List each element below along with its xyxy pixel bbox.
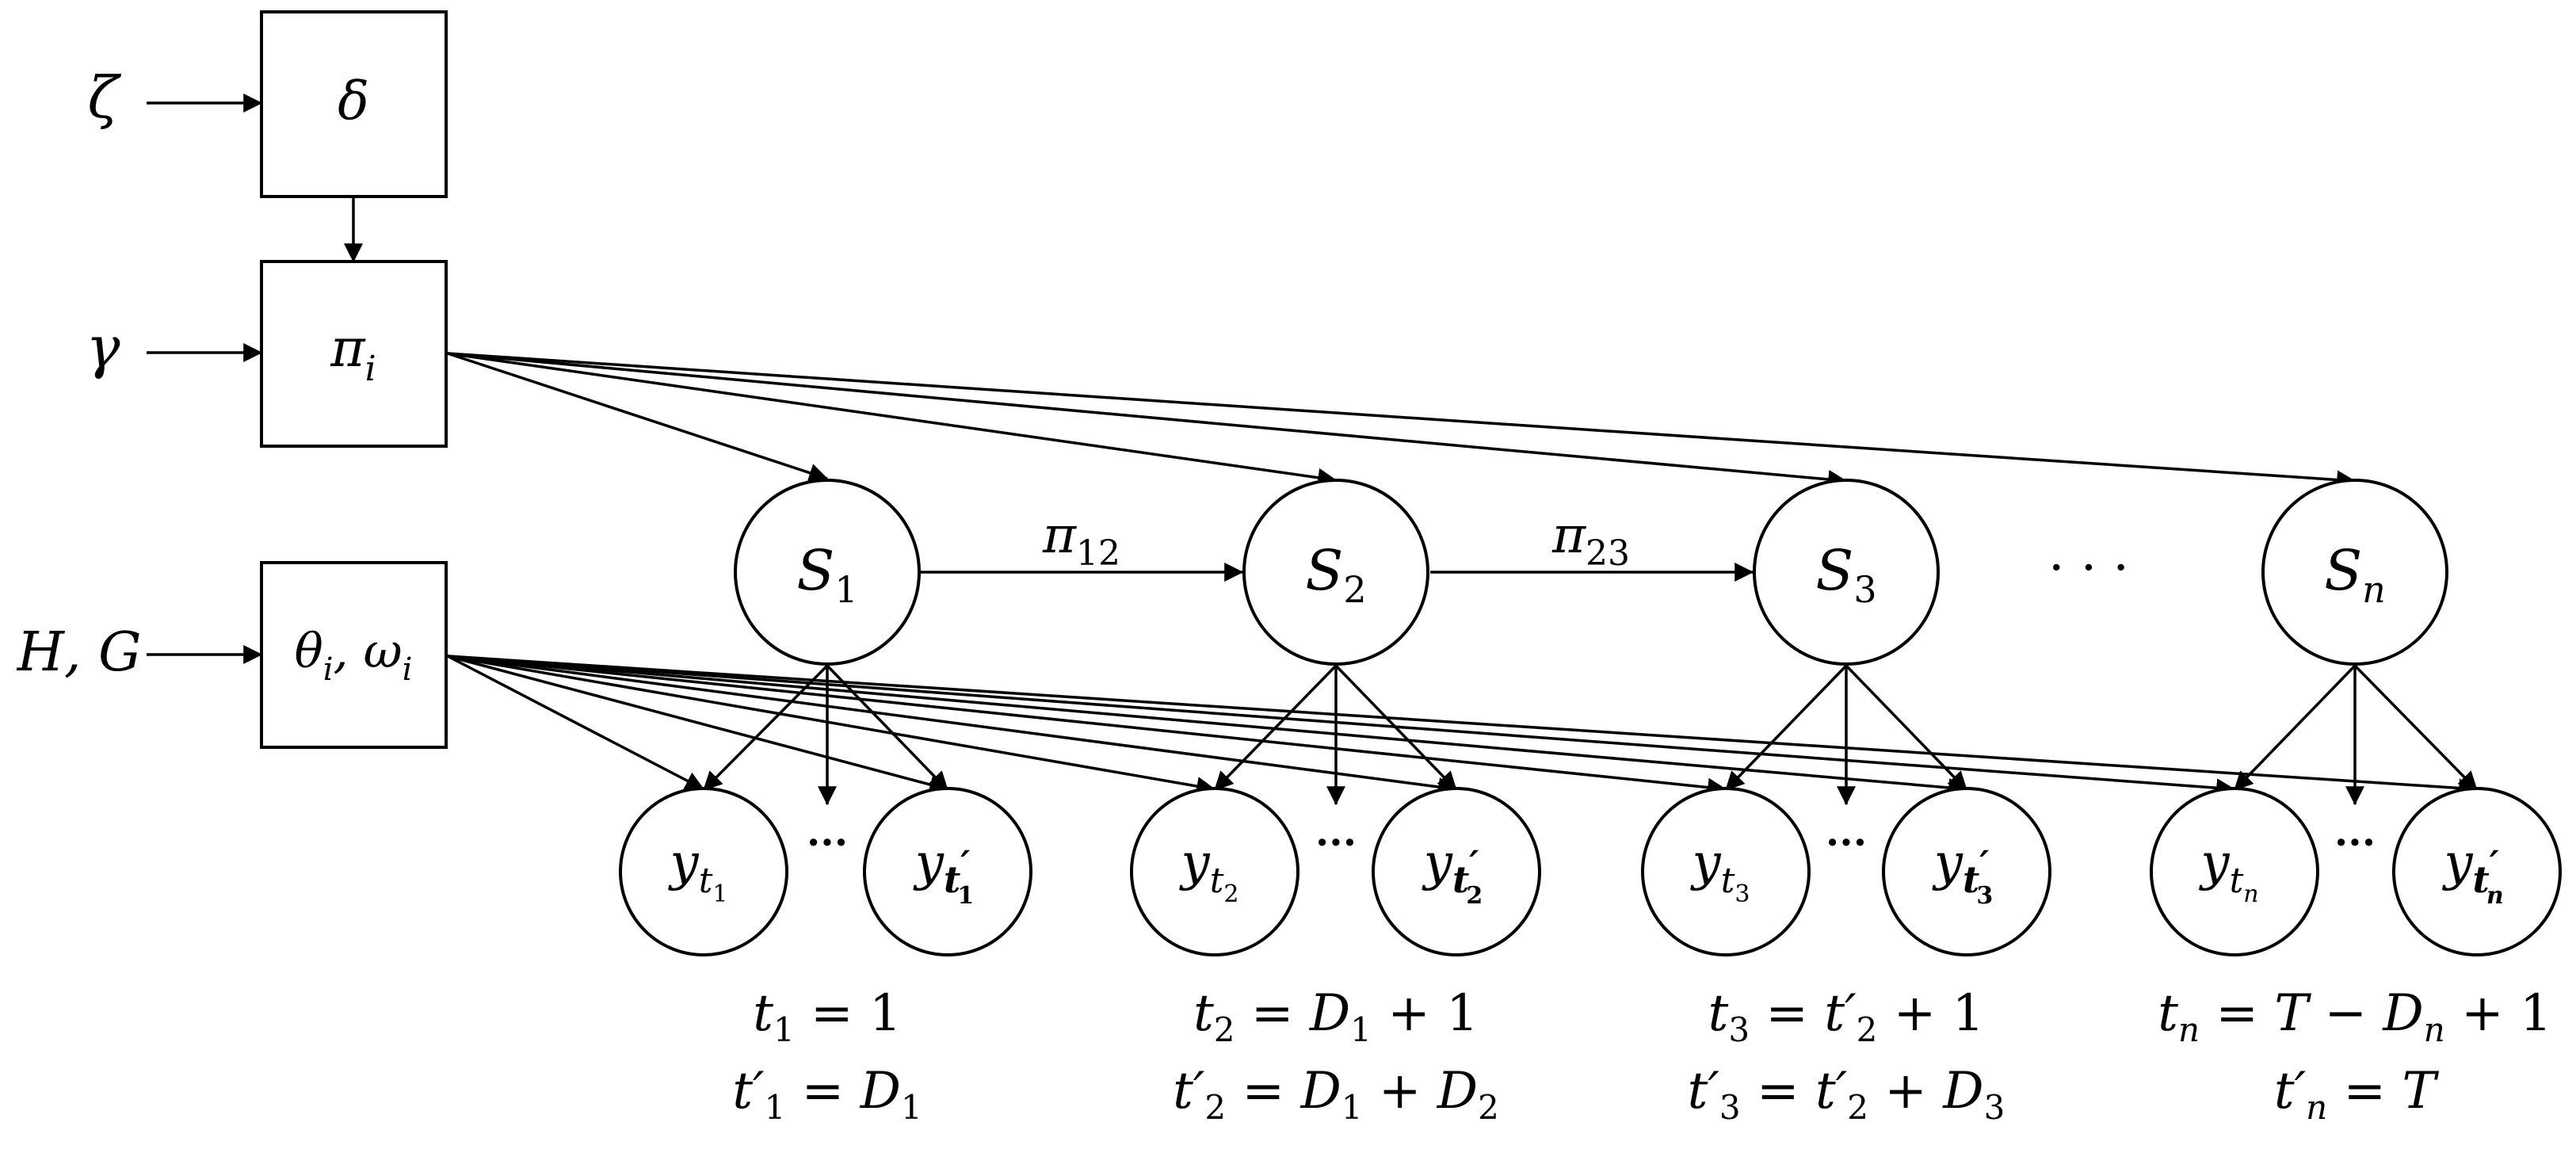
obs-yt3-label: yt3 bbox=[1690, 834, 1750, 908]
box-delta: δ bbox=[260, 10, 448, 198]
formula-2-line1: t2 = D1 + 1 bbox=[1193, 984, 1479, 1049]
edge-pi-sn bbox=[447, 352, 2357, 490]
formula-1-line2: t′1 = D1 bbox=[732, 1062, 922, 1127]
state-s2-label: S2 bbox=[1305, 538, 1366, 611]
obs-node-yt2p: yt′2 bbox=[1372, 787, 1541, 956]
box-delta-label: δ bbox=[338, 71, 369, 132]
obs-node-yt1p: yt′1 bbox=[863, 787, 1032, 956]
box-theta-omega: θi, ωi bbox=[260, 561, 448, 749]
formula-group-1: t1 = 1 t′1 = D1 bbox=[732, 984, 922, 1127]
edge-pi-s3 bbox=[447, 352, 1848, 489]
input-hg: H, G bbox=[16, 621, 142, 684]
obs-ellipsis-2: ··· bbox=[1315, 819, 1357, 865]
state-node-sn: Sn bbox=[2261, 479, 2448, 666]
obs-ytn-label: ytn bbox=[2198, 834, 2258, 908]
box-pi: πi bbox=[260, 260, 448, 448]
formula-group-3: t3 = t′2 + 1 t′3 = t′2 + D3 bbox=[1688, 984, 2005, 1127]
edge-theta-yt2p bbox=[447, 655, 1458, 796]
obs-ellipsis-1: ··· bbox=[807, 819, 848, 865]
obs-ellipsis-n: ··· bbox=[2334, 819, 2376, 865]
obs-node-yt3p: yt′3 bbox=[1882, 787, 2051, 956]
box-theta-omega-label: θi, ωi bbox=[295, 624, 413, 688]
obs-node-ytnp: yt′n bbox=[2392, 787, 2562, 956]
edge-theta-ytnp bbox=[447, 655, 2479, 798]
formula-2-line2: t′2 = D1 + D2 bbox=[1173, 1062, 1499, 1127]
edge-theta-yt2 bbox=[447, 655, 1216, 796]
obs-yt1-label: yt1 bbox=[668, 834, 728, 908]
edge-s3-yt3p bbox=[1845, 664, 1968, 792]
state-s1-label: S1 bbox=[796, 538, 857, 611]
transition-pi12: π12 bbox=[1042, 506, 1120, 574]
obs-yt2p-label: yt′2 bbox=[1422, 834, 1483, 910]
edge-theta-yt1 bbox=[447, 655, 705, 791]
input-gamma: γ bbox=[86, 314, 120, 380]
state-sn-label: Sn bbox=[2324, 538, 2386, 611]
obs-node-ytn: ytn bbox=[2150, 787, 2319, 956]
formula-n-line2: t′n = T bbox=[2274, 1062, 2440, 1127]
obs-node-yt3: yt3 bbox=[1641, 787, 1811, 956]
formula-3-line1: t3 = t′2 + 1 bbox=[1708, 984, 1985, 1049]
box-pi-label: πi bbox=[330, 318, 376, 389]
edge-sn-ytnp bbox=[2353, 664, 2479, 792]
obs-yt1p-label: yt′1 bbox=[913, 834, 974, 910]
formula-group-n: tn = T − Dn + 1 t′n = T bbox=[2158, 984, 2552, 1127]
obs-node-yt1: yt1 bbox=[619, 787, 788, 956]
obs-node-yt2: yt2 bbox=[1130, 787, 1299, 956]
edge-s3-yt3 bbox=[1724, 664, 1848, 792]
formula-1-line1: t1 = 1 bbox=[753, 984, 901, 1049]
obs-yt3p-label: yt′3 bbox=[1932, 834, 1993, 910]
obs-ytnp-label: yt′n bbox=[2441, 834, 2503, 910]
formula-3-line2: t′3 = t′2 + D3 bbox=[1688, 1062, 2005, 1127]
edge-theta-yt3 bbox=[447, 655, 1727, 797]
obs-yt2-label: yt2 bbox=[1179, 834, 1239, 908]
edge-theta-ytn bbox=[447, 655, 2236, 798]
transition-pi23: π23 bbox=[1551, 506, 1630, 574]
formula-n-line1: tn = T − Dn + 1 bbox=[2158, 984, 2552, 1049]
edge-pi-s1 bbox=[447, 352, 829, 483]
edge-theta-yt1p bbox=[447, 655, 949, 794]
state-s3-label: S3 bbox=[1815, 538, 1876, 611]
formula-group-2: t2 = D1 + 1 t′2 = D1 + D2 bbox=[1173, 984, 1499, 1127]
edge-theta-yt3p bbox=[447, 655, 1968, 797]
state-node-s2: S2 bbox=[1242, 479, 1429, 666]
state-node-s1: S1 bbox=[734, 479, 921, 666]
input-zeta: ζ bbox=[87, 64, 121, 131]
state-node-s3: S3 bbox=[1753, 479, 1940, 666]
edges bbox=[147, 94, 2479, 806]
state-ellipsis: · · · bbox=[2048, 539, 2129, 597]
obs-ellipsis-3: ··· bbox=[1826, 819, 1867, 865]
edge-sn-ytn bbox=[2233, 664, 2357, 792]
edge-pi-s2 bbox=[447, 352, 1338, 487]
